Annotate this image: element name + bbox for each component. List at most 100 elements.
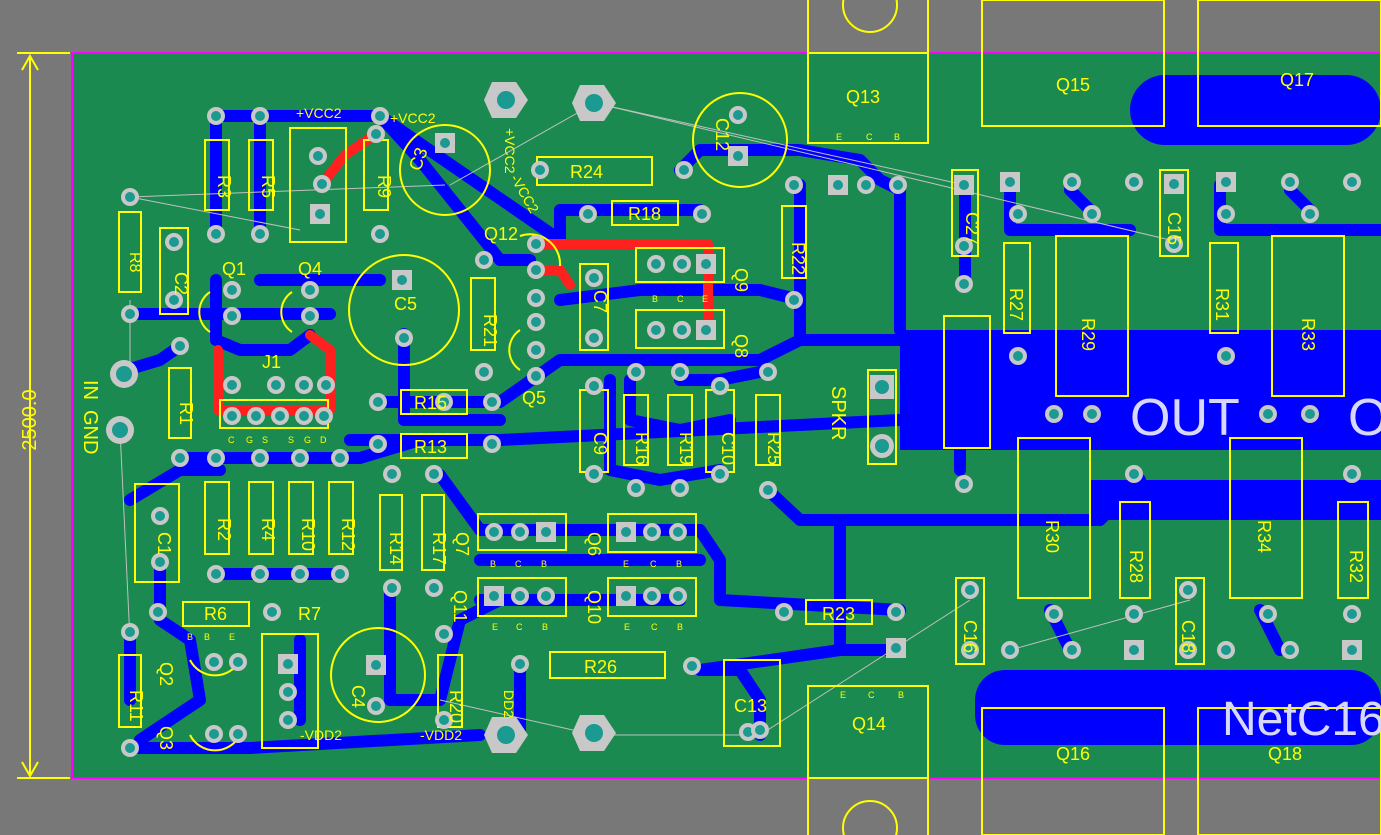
component-label: R4: [258, 518, 278, 541]
pad-hole: [440, 138, 450, 148]
pin-label: B: [652, 294, 658, 304]
component-label: Q4: [298, 259, 322, 279]
pad-hole: [701, 259, 711, 269]
pad-hole: [893, 180, 903, 190]
pad-hole: [251, 411, 261, 421]
pin-label: E: [836, 132, 842, 142]
pad-hole: [299, 380, 309, 390]
pad-hole: [479, 367, 489, 377]
component-label: Q2: [156, 662, 176, 686]
pad-hole: [1067, 645, 1077, 655]
pad-hole: [169, 295, 179, 305]
component-label: C1: [154, 532, 174, 555]
component-label: R3: [214, 175, 234, 198]
pad-hole: [1347, 609, 1357, 619]
pad-hole: [583, 209, 593, 219]
pad-hole: [687, 661, 697, 671]
pad-hole: [255, 111, 265, 121]
component-label: Q9: [731, 268, 751, 292]
pad-hole: [675, 367, 685, 377]
pin-label: B: [677, 622, 683, 632]
component-label: R20: [446, 690, 466, 723]
component-label: Q7: [452, 532, 472, 556]
ratsnest-lines: [119, 102, 1191, 736]
component-label: R6: [204, 604, 227, 624]
pad-hole: [679, 165, 689, 175]
component-label: C15: [1164, 212, 1184, 245]
pad-hole: [763, 367, 773, 377]
pin-label: C: [677, 294, 684, 304]
pad-hole: [959, 279, 969, 289]
pad-hole: [1263, 409, 1273, 419]
pad-hole: [209, 657, 219, 667]
pad-hole: [211, 229, 221, 239]
pad-hole: [1305, 209, 1315, 219]
component-label: R26: [584, 657, 617, 677]
component-label: R1: [176, 402, 196, 425]
component-label: Q10: [584, 590, 604, 624]
component-label: R22: [788, 242, 808, 275]
component-label: R12: [338, 518, 358, 551]
pad-hole: [621, 591, 631, 601]
pad-hole: [647, 527, 657, 537]
pad-hole: [965, 645, 975, 655]
pad-hole: [531, 265, 541, 275]
pad-hole: [1305, 409, 1315, 419]
pad-hole: [673, 527, 683, 537]
pad-hole: [589, 469, 599, 479]
dimension-label: 2500.0: [19, 389, 41, 450]
pad-hole: [515, 527, 525, 537]
pad-hole: [227, 411, 237, 421]
pin-label: B: [676, 559, 682, 569]
pad-hole: [175, 453, 185, 463]
resistor-outlines: [118, 127, 1369, 749]
pad-hole: [1347, 469, 1357, 479]
component-label: R10: [298, 518, 318, 551]
component-label: Q13: [846, 87, 880, 107]
component-label: C18: [1178, 620, 1198, 653]
component-label: R19: [676, 432, 696, 465]
pad-hole: [155, 557, 165, 567]
component-label: -VDD2: [300, 727, 342, 743]
pad-hole: [271, 380, 281, 390]
out-label: OUT: [1130, 389, 1240, 447]
pad-hole: [789, 295, 799, 305]
pad-hole: [677, 259, 687, 269]
component-label: Q17: [1280, 70, 1314, 90]
component-label: +VCC2: [296, 105, 342, 121]
component-label: R25: [764, 432, 784, 465]
pad-hole: [715, 469, 725, 479]
pin-label: C: [866, 132, 873, 142]
pad-hole: [175, 341, 185, 351]
pad-hole: [227, 285, 237, 295]
component-label: +VCC2: [390, 110, 436, 126]
component-label: R2: [214, 518, 234, 541]
pad-hole: [715, 381, 725, 391]
pad-hole: [313, 151, 323, 161]
pad-hole: [1129, 469, 1139, 479]
pad-hole: [531, 293, 541, 303]
board-outline: [71, 52, 1381, 779]
pad-hole: [439, 397, 449, 407]
pad-hole: [1013, 209, 1023, 219]
pad-hole: [1129, 645, 1139, 655]
pad-hole: [125, 627, 135, 637]
pad-hole: [373, 439, 383, 449]
pad-hole: [1285, 645, 1295, 655]
component-label: C9: [590, 432, 610, 455]
pad-hole: [531, 345, 541, 355]
pad-hole: [209, 729, 219, 739]
pad-hole: [535, 165, 545, 175]
component-label: R13: [414, 437, 447, 457]
pin-label: E: [840, 690, 846, 700]
pad-hole: [1285, 177, 1295, 187]
component-label: Q5: [522, 388, 546, 408]
pin-label: B: [898, 690, 904, 700]
component-label: R32: [1346, 550, 1366, 583]
pad-hole: [965, 585, 975, 595]
component-label: R8: [126, 252, 143, 273]
pad-hole: [763, 485, 773, 495]
